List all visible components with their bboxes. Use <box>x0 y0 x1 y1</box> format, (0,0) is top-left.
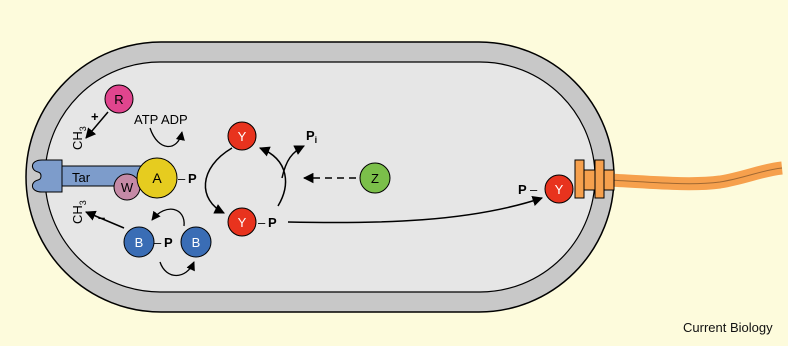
ch3-top-label: CH3 <box>70 126 88 150</box>
arrow-to-pi <box>281 145 305 179</box>
minus-sign: – <box>98 210 105 225</box>
svg-text:CH3: CH3 <box>70 126 88 150</box>
protein-a-label: A <box>152 170 162 186</box>
arrow-y-cycle-left <box>204 147 233 214</box>
protein-w-label: W <box>121 180 134 195</box>
motor-phospho-dash: – <box>530 182 538 197</box>
credit-label: Current Biology <box>683 320 773 335</box>
arrow-b-lower <box>159 261 195 277</box>
protein-b-left <box>123 226 155 258</box>
protein-z <box>359 162 391 194</box>
arrow-y-cycle-right <box>259 146 287 207</box>
tar-receptor-head <box>32 159 63 193</box>
tar-label: Tar <box>72 170 91 185</box>
a-phospho-dash: – <box>178 171 186 186</box>
protein-y-top <box>227 121 257 151</box>
arrow-b-upper <box>151 208 185 227</box>
protein-r-label: R <box>114 92 123 107</box>
protein-z-label: Z <box>371 171 379 186</box>
flagellum-outline <box>607 167 783 185</box>
arrow-atp-adp <box>149 127 185 148</box>
protein-y-mid <box>227 207 257 237</box>
svg-text:CH3: CH3 <box>70 200 88 224</box>
arrow-y-to-motor <box>287 196 543 224</box>
protein-b-right <box>180 226 212 258</box>
a-phosphate: P <box>188 171 197 186</box>
ch3-bottom-label: CH3 <box>70 200 88 224</box>
flagellar-motor-ring-1 <box>574 159 585 199</box>
motor-phosphate: P <box>518 182 527 197</box>
arrow-b-to-receptor <box>85 210 125 229</box>
protein-b-right-label: B <box>192 235 201 250</box>
protein-y-top-label: Y <box>238 129 247 144</box>
protein-y-motor-label: Y <box>555 182 564 197</box>
protein-y-motor <box>544 174 574 204</box>
y-mid-phospho-dash: – <box>258 215 266 230</box>
arrow-r-to-receptor <box>85 111 109 139</box>
protein-r <box>104 84 134 114</box>
protein-y-mid-label: Y <box>238 215 247 230</box>
flagellar-motor-ring-2 <box>594 159 605 199</box>
plus-sign: + <box>91 109 99 124</box>
b-phospho-dash: – <box>154 235 162 250</box>
y-mid-phosphate: P <box>268 215 277 230</box>
pi-label: Pi <box>306 128 317 145</box>
atp-adp-label: ATP ADP <box>134 112 188 127</box>
flagellum <box>607 161 783 191</box>
protein-a <box>136 157 178 199</box>
b-phosphate: P <box>164 235 173 250</box>
protein-b-left-label: B <box>135 235 144 250</box>
